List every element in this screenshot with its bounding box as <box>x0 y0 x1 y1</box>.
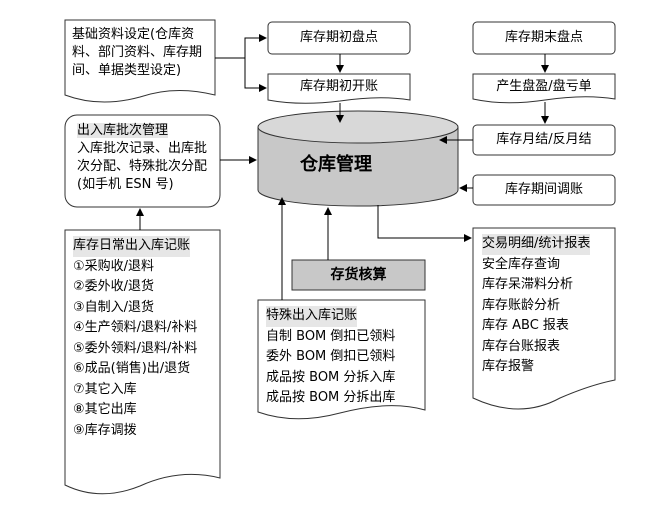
opening-account-box: 库存期初开账 <box>299 79 378 94</box>
report-item: 库存 ABC 报表 <box>482 318 569 333</box>
special-title: 特殊出入库记账 <box>266 306 358 327</box>
special-item: 成品按 BOM 分拆出库 <box>266 390 396 405</box>
period-adjust-shape <box>472 174 616 206</box>
period-adjust-box: 库存期间调账 <box>504 182 583 197</box>
special-shape <box>257 299 426 420</box>
basic-setup-box: 基础资料设定(仓库资料、部门资料、库存期间、单据类型设定) <box>72 27 203 78</box>
basic-setup-shape <box>64 19 216 103</box>
opening-account-shape <box>267 73 411 104</box>
report-item: 库存台账报表 <box>482 338 561 354</box>
month-close-box: 库存月结/反月结 <box>496 132 592 147</box>
daily-item: ⑥成品(销售)出/退货 <box>73 361 191 376</box>
report-item: 安全库存查询 <box>482 256 561 272</box>
inventory-costing-box: 存货核算 <box>330 267 387 283</box>
special-item: 成品按 BOM 分拆入库 <box>266 369 396 385</box>
gain-loss-box: 产生盘盈/盘亏单 <box>496 79 592 94</box>
daily-item: ①采购收/退料 <box>73 258 155 274</box>
daily-item: ⑧其它出库 <box>73 402 137 417</box>
closing-count-shape <box>472 21 616 55</box>
daily-box: 库存日常出入库记账 ①采购收/退料 ②委外收/退货 ③自制入/退货 ④生产领料/… <box>73 236 218 441</box>
batch-body: 入库批次记录、出库批次分配、特殊批次分配(如手机 ESN 号) <box>77 141 208 192</box>
daily-item: ⑨库存调拨 <box>73 422 137 438</box>
opening-count-box: 库存期初盘点 <box>299 30 378 45</box>
cylinder-body <box>257 127 459 207</box>
daily-item: ⑦其它入库 <box>73 381 137 397</box>
batch-box: 出入库批次管理 入库批次记录、出库批次分配、特殊批次分配(如手机 ESN 号) <box>77 122 217 194</box>
costing-shape <box>291 259 426 291</box>
daily-item: ②委外收/退货 <box>73 279 155 294</box>
report-item: 库存账龄分析 <box>482 297 561 313</box>
reports-shape <box>472 227 616 410</box>
daily-shape <box>64 229 221 495</box>
daily-item: ③自制入/退货 <box>73 299 155 315</box>
gain-loss-shape <box>472 73 616 104</box>
cylinder-top <box>257 110 459 144</box>
warehouse-management-label: 仓库管理 <box>300 154 372 175</box>
special-item: 自制 BOM 倒扣已领料 <box>266 328 396 344</box>
reports-title: 交易明细/统计报表 <box>482 234 591 255</box>
opening-count-shape <box>267 21 411 55</box>
batch-shape <box>64 114 221 208</box>
daily-item: ④生产领料/退料/补料 <box>73 320 198 335</box>
report-item: 库存呆滞料分析 <box>482 277 574 292</box>
closing-count-box: 库存期末盘点 <box>504 30 583 45</box>
reports-box: 交易明细/统计报表 安全库存查询 库存呆滞料分析 库存账龄分析 库存 ABC 报… <box>482 234 614 378</box>
daily-title: 库存日常出入库记账 <box>73 236 191 257</box>
batch-title: 出入库批次管理 <box>77 123 169 138</box>
special-box: 特殊出入库记账 自制 BOM 倒扣已领料 委外 BOM 倒扣已领料 成品按 BO… <box>266 306 424 409</box>
daily-item: ⑤委外领料/退料/补料 <box>73 340 198 356</box>
special-item: 委外 BOM 倒扣已领料 <box>266 349 396 364</box>
report-item: 库存报警 <box>482 359 535 374</box>
